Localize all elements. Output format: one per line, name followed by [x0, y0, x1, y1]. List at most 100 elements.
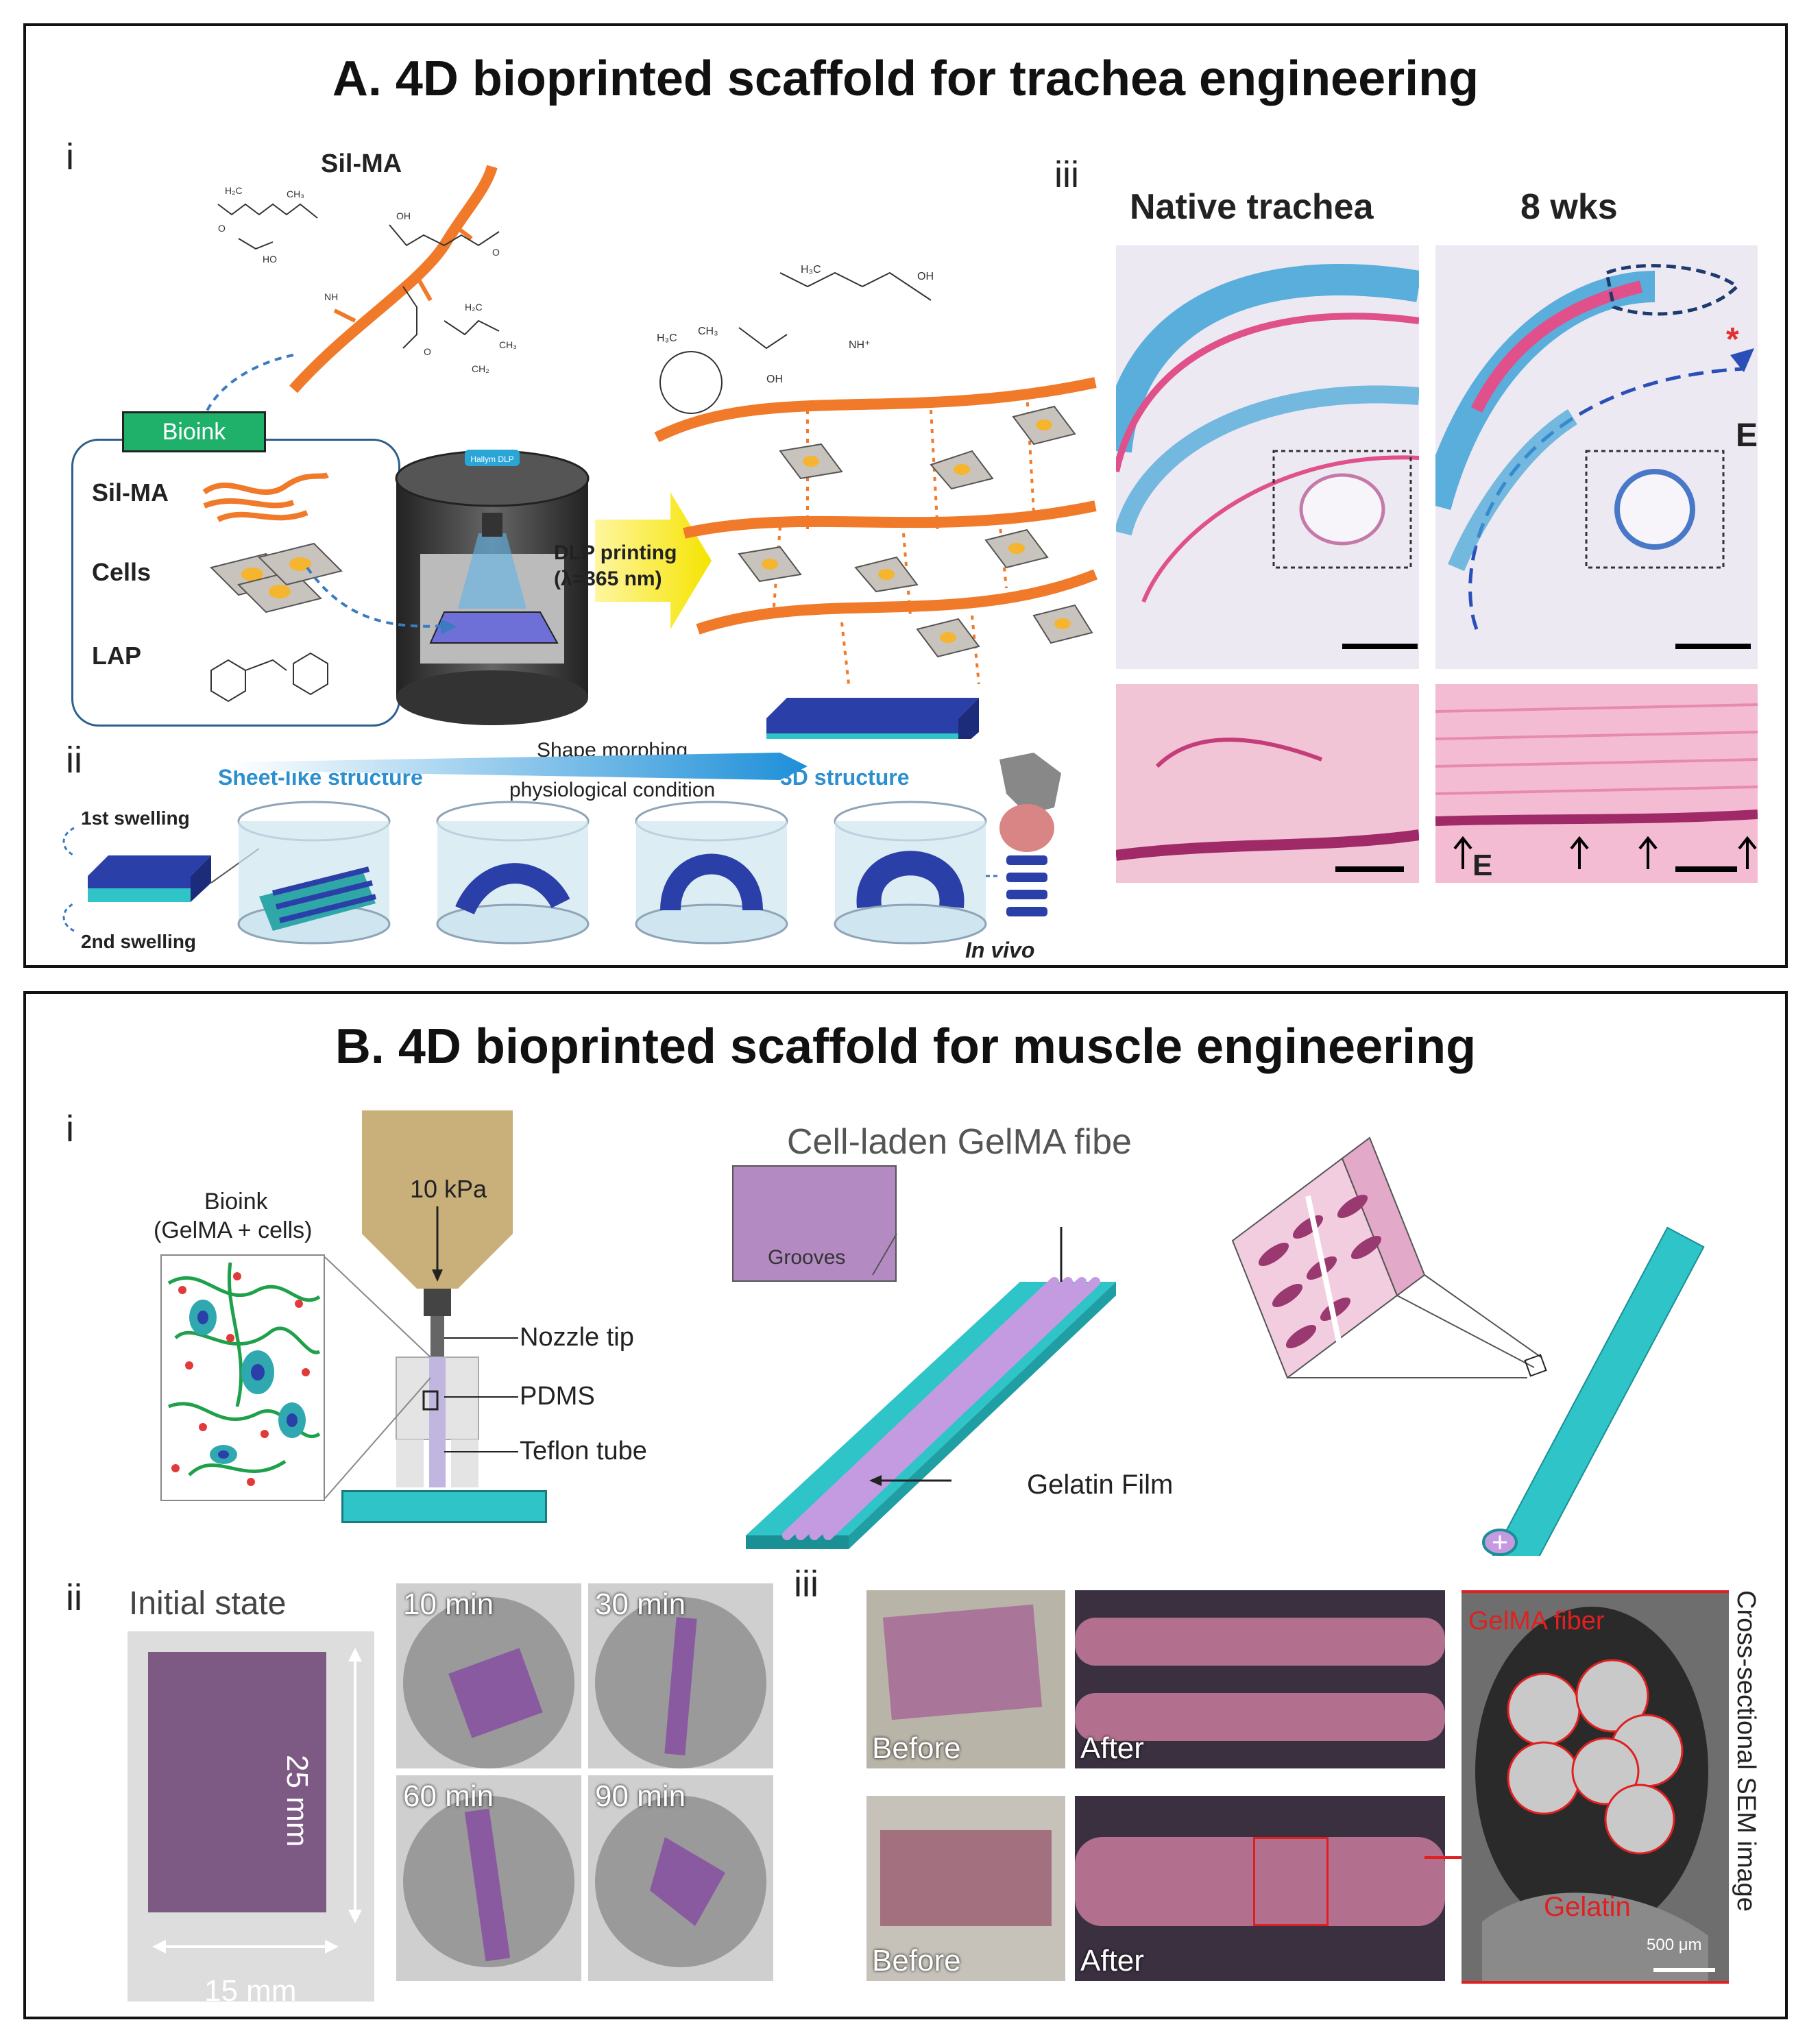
- svg-text:H₂C: H₂C: [225, 185, 243, 196]
- time-90min: 90 min: [595, 1779, 686, 1813]
- pdms-label: PDMS: [520, 1382, 595, 1411]
- svg-text:O: O: [424, 346, 431, 357]
- photo-30min: 30 min: [588, 1583, 773, 1768]
- after-label-1: After: [1080, 1731, 1144, 1765]
- gelatin-film-label: Gelatin Film: [1027, 1470, 1174, 1500]
- panel-b-i-label: i: [66, 1108, 74, 1149]
- svg-text:CH₃: CH₃: [698, 326, 718, 337]
- before-label-1: Before: [872, 1731, 961, 1765]
- bioink-label-1: Bioink: [204, 1189, 268, 1215]
- svg-text:CH₂: CH₂: [472, 363, 489, 374]
- after-1-fiber-a: [1075, 1618, 1445, 1666]
- photo-after-1: After: [1075, 1590, 1445, 1768]
- before-1-sheet: [882, 1604, 1043, 1720]
- trachea-model: [999, 753, 1061, 916]
- gelma-fiber-label: GelMA fiber: [1468, 1607, 1605, 1635]
- time-60min: 60 min: [403, 1779, 494, 1813]
- sil-ma-title: Sil-MA: [321, 149, 402, 178]
- nozzle-tip-label: Nozzle tip: [520, 1323, 634, 1352]
- before-label-2: Before: [872, 1944, 961, 1978]
- morph-gradient-arrow: [232, 753, 808, 780]
- time-10min: 10 min: [403, 1587, 494, 1621]
- initial-state-photo: [128, 1631, 374, 2002]
- marker-e-top: E: [1736, 417, 1758, 454]
- native-trachea-label: Native trachea: [1130, 187, 1374, 227]
- cross-section-label: Cross-sectional SEM image: [1732, 1590, 1760, 1912]
- panel-b: B. 4D bioprinted scaffold for muscle eng…: [23, 991, 1788, 2019]
- svg-text:HO: HO: [263, 254, 277, 265]
- bioink-label-2: (GelMA + cells): [154, 1217, 313, 1243]
- histo-native-overview: [1116, 245, 1419, 669]
- zoom-connector: [324, 1256, 431, 1499]
- svg-text:OH: OH: [766, 374, 783, 385]
- panel-b-ii-label: ii: [66, 1577, 82, 1618]
- grooves-label: Grooves: [768, 1246, 846, 1269]
- physio-label: physiological condition: [509, 779, 716, 801]
- photo-60min: 60 min: [396, 1775, 581, 1981]
- dlp-printer: Hallym DLP: [395, 450, 590, 725]
- fiber-film: [746, 1227, 1116, 1549]
- svg-text:OH: OH: [917, 271, 934, 282]
- bioink-icons: [202, 472, 343, 703]
- svg-text:CH₃: CH₃: [287, 188, 304, 199]
- photo-before-1: Before: [866, 1590, 1065, 1768]
- svg-text:O: O: [218, 223, 226, 234]
- crosslinked-network: H₃C CH₃ H₃C OH NH⁺ OH: [654, 264, 1097, 739]
- svg-text:NH: NH: [324, 291, 338, 302]
- nozzle-leaders: [444, 1337, 518, 1452]
- sil-ma-schematic: H₂C CH₃ O HO NH OH O H₂C CH₃ O CH₂: [217, 165, 517, 393]
- photo-after-2: After: [1075, 1796, 1445, 1981]
- panel-a-title: A. 4D bioprinted scaffold for trachea en…: [332, 51, 1479, 106]
- wks8-label: 8 wks: [1520, 187, 1618, 227]
- svg-text:NH⁺: NH⁺: [849, 339, 871, 351]
- dimension-arrows: [152, 1648, 362, 1954]
- initial-state-label: Initial state: [129, 1585, 287, 1622]
- scale-500-label: 500 μm: [1647, 1936, 1702, 1954]
- panel-a-ii-label: ii: [66, 740, 82, 781]
- pressure-label: 10 kPa: [410, 1175, 487, 1203]
- svg-text:H₃C: H₃C: [657, 332, 677, 344]
- histo-8wks-overview: [1435, 245, 1758, 669]
- photo-10min: 10 min: [396, 1583, 581, 1768]
- bioink-item-silma: Sil-MA: [92, 478, 169, 507]
- panel-b-iii-label: iii: [794, 1564, 818, 1605]
- rolled-fiber-schematic: [1231, 1136, 1705, 1556]
- panel-a-i-label: i: [66, 136, 74, 178]
- dlp-label-2: (λ=365 nm): [554, 568, 662, 590]
- dlp-label-1: DLP printing: [554, 542, 677, 564]
- swelling2-label: 2nd swelling: [81, 931, 197, 952]
- yellow-arrow: [595, 492, 712, 629]
- svg-text:O: O: [492, 247, 500, 258]
- dashed-arrow-bioink-to-printer: [306, 566, 457, 635]
- cell-laden-label: Cell-laden GelMA fibe: [787, 1122, 1132, 1162]
- marker-star: *: [1726, 321, 1739, 358]
- svg-text:H₂C: H₂C: [465, 302, 483, 313]
- grooves-inset: Grooves: [732, 1165, 897, 1282]
- in-vivo-label: In vivo: [965, 938, 1035, 962]
- morph-dishes: [237, 801, 999, 945]
- histo-8wks-detail: [1435, 684, 1758, 883]
- photo-90min: 90 min: [588, 1775, 773, 1981]
- after-label-2: After: [1080, 1944, 1144, 1978]
- dlp-brand: Hallym DLP: [470, 454, 513, 464]
- bioink-tag: Bioink: [122, 411, 266, 452]
- bioink-item-cells: Cells: [92, 558, 151, 586]
- svg-text:H₃C: H₃C: [801, 264, 821, 276]
- svg-text:OH: OH: [396, 210, 411, 221]
- initial-sheet: [148, 1652, 326, 1912]
- panel-a: A. 4D bioprinted scaffold for trachea en…: [23, 23, 1788, 968]
- panel-a-iii-label: iii: [1054, 154, 1079, 195]
- panel-b-title: B. 4D bioprinted scaffold for muscle eng…: [335, 1019, 1477, 1074]
- swelling1-label: 1st swelling: [81, 807, 190, 829]
- histo-native-detail: [1116, 684, 1419, 883]
- layered-sheet: [62, 827, 259, 932]
- after-2-zoom-box: [1253, 1837, 1329, 1926]
- syringe-nozzle: [362, 1110, 513, 1487]
- dim-15-label: 15 mm: [204, 1974, 297, 2008]
- bioink-zoom-box: [160, 1254, 325, 1501]
- marker-e-bottom: E: [1472, 849, 1493, 882]
- bioink-item-lap: LAP: [92, 642, 141, 670]
- svg-text:CH₃: CH₃: [499, 339, 517, 350]
- sem-image: GelMA fiber Gelatin 500 μm: [1462, 1590, 1729, 1984]
- teflon-tube-label: Teflon tube: [520, 1437, 647, 1465]
